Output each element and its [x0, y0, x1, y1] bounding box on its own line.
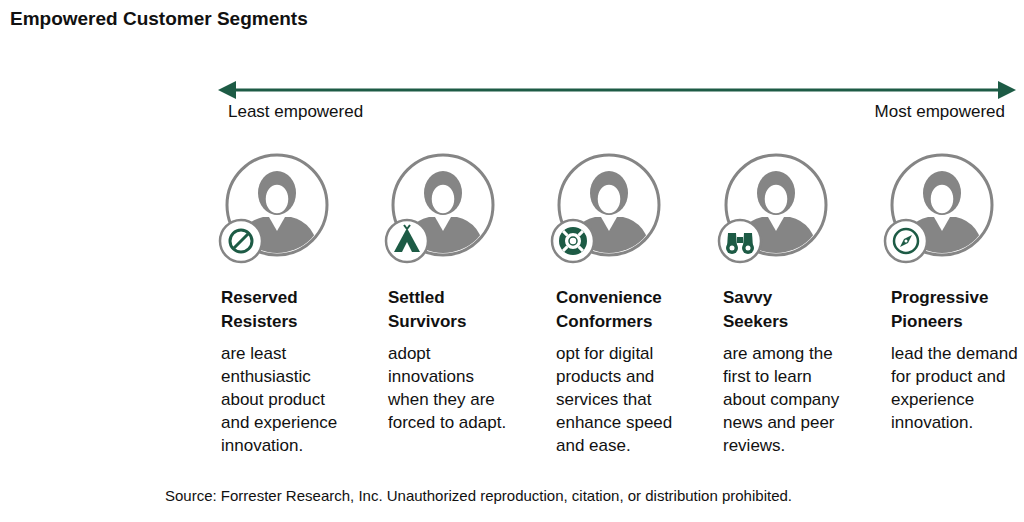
segment-column: Savvy Seekers are among the first to lear…	[723, 286, 855, 461]
segment-description: are least enthusiastic about product and…	[221, 342, 349, 457]
segment-column: Convenience Conformers opt for digital pr…	[556, 286, 688, 461]
badge-icon	[719, 220, 761, 262]
persona-icon	[719, 155, 826, 262]
badge-icon	[220, 220, 262, 262]
persona-icon	[885, 155, 992, 262]
segment-description: are among the first to learn about compa…	[723, 342, 851, 457]
badge-icon	[386, 220, 428, 262]
segment-name: Settled Survivors	[388, 286, 500, 334]
diagram-title: Empowered Customer Segments	[10, 8, 308, 30]
badge-icon	[552, 220, 594, 262]
segment-description: lead the demand for product and experien…	[891, 342, 1019, 434]
persona-icon	[386, 155, 493, 262]
segment-name: Reserved Resisters	[221, 286, 333, 334]
persona-icon	[220, 155, 327, 262]
axis-label: Most empowered	[875, 101, 1005, 123]
segment-description: adopt innovations when they are forced t…	[388, 342, 516, 434]
segment-name: Progressive Pioneers	[891, 286, 1003, 334]
segment-name: Convenience Conformers	[556, 286, 668, 334]
segment-column: Progressive Pioneers lead the demand for …	[891, 286, 1023, 438]
source-caption: Source: Forrester Research, Inc. Unautho…	[165, 486, 792, 506]
axis-label: Least empowered	[228, 101, 363, 123]
segment-column: Reserved Resisters are least enthusiastic…	[221, 286, 353, 461]
segment-name: Savvy Seekers	[723, 286, 835, 334]
segment-description: opt for digital products and services th…	[556, 342, 684, 457]
segment-column: Settled Survivors adopt innovations when …	[388, 286, 520, 438]
persona-icon	[552, 155, 659, 262]
badge-icon	[885, 220, 927, 262]
empowerment-arrow	[218, 81, 1016, 99]
